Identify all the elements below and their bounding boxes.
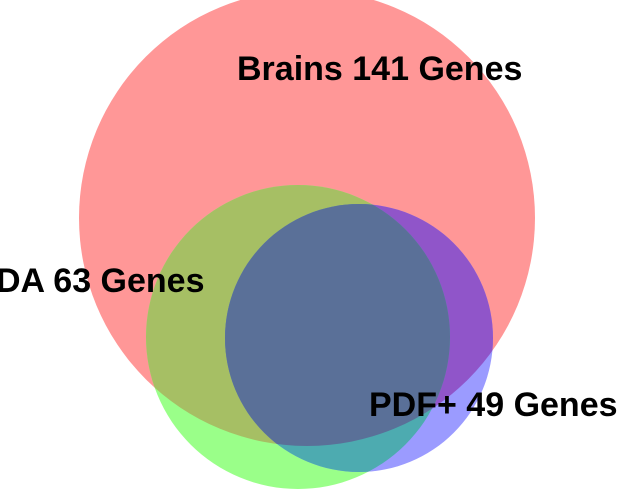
brains-set-label: Brains 141 Genes [237, 50, 522, 88]
brains-da-pdf-overlap [225, 204, 450, 446]
pdf-set-label: PDF+ 49 Genes [369, 386, 617, 424]
da-set-label: DA 63 Genes [0, 262, 205, 300]
